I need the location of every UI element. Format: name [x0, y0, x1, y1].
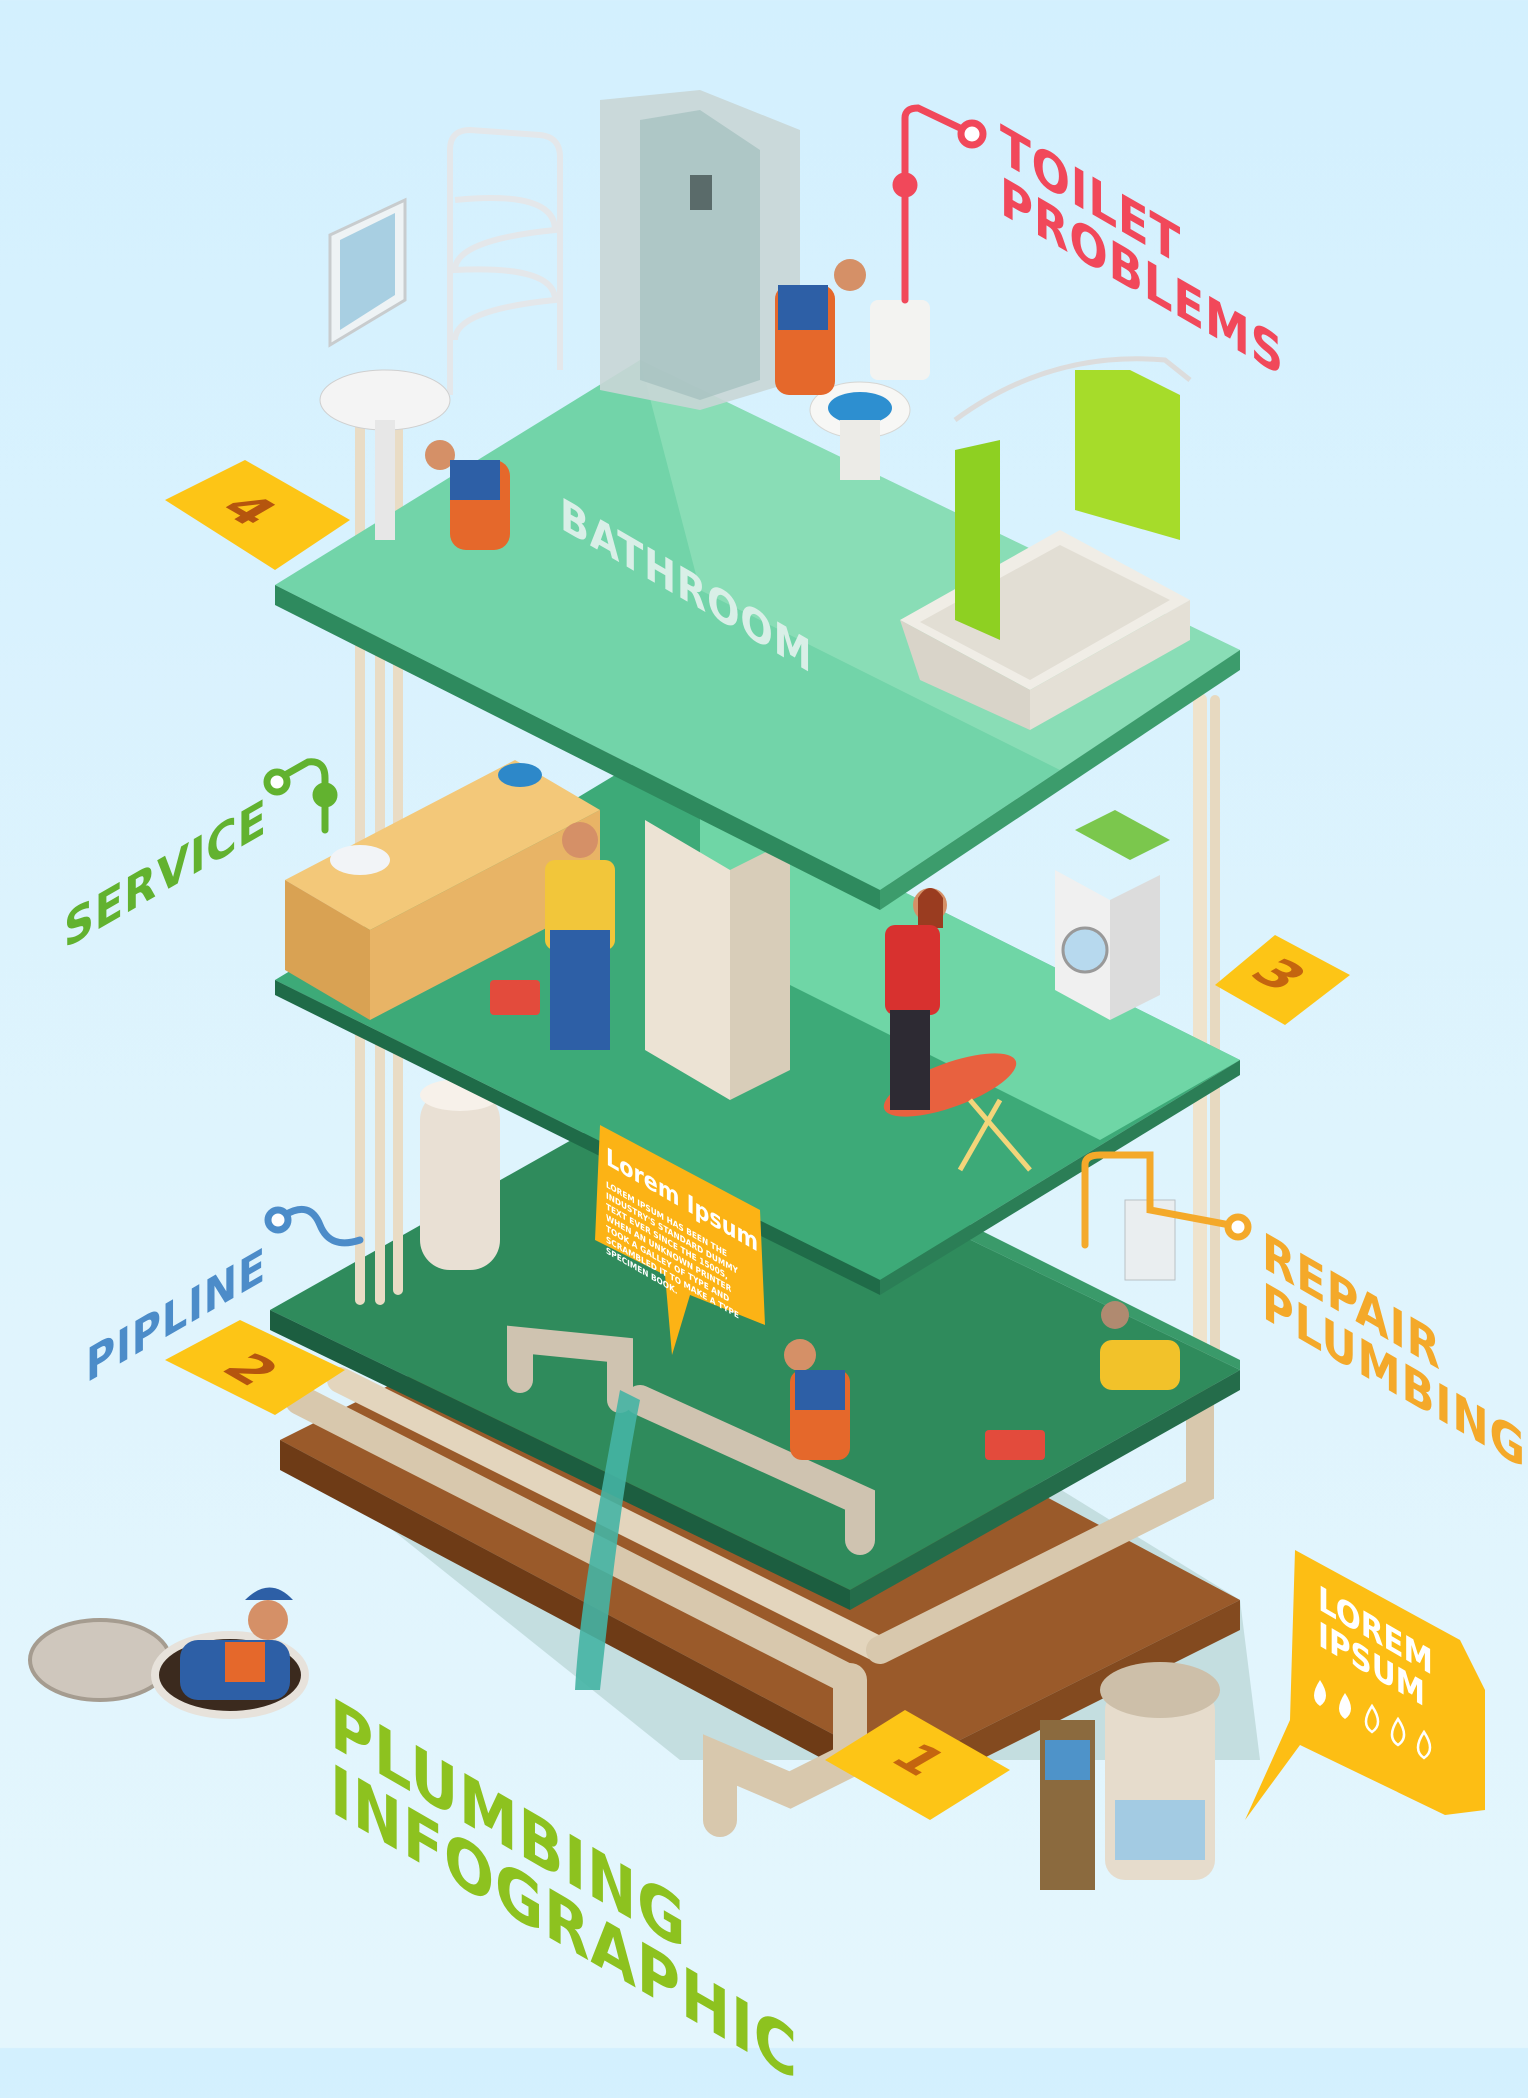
- drop-icon-empty: [1390, 1716, 1406, 1747]
- drop-bubble: [1245, 1550, 1485, 1820]
- isometric-building-illustration: [28, 90, 1485, 1890]
- toilet: [809, 300, 930, 480]
- sink: [319, 369, 451, 540]
- floor-marker-2: [165, 1320, 345, 1415]
- mirror: [328, 197, 407, 348]
- drop-icon-filled: [1314, 1680, 1326, 1706]
- pipline-connector: [264, 1205, 364, 1247]
- toolbox-level-2: [985, 1430, 1045, 1460]
- plumber-figure-sink: [425, 440, 510, 550]
- plumber-figure-toilet: [775, 259, 866, 395]
- pump-and-meter: [1100, 1199, 1180, 1390]
- refrigerator: [645, 820, 790, 1100]
- leaking-pipe: [507, 1325, 875, 1555]
- plumber-figure-manhole: [180, 1587, 293, 1700]
- shower-cabin: [600, 90, 800, 410]
- drop-icon-filled: [1339, 1693, 1351, 1719]
- service-connector: [263, 758, 338, 834]
- drop-icon-empty: [1416, 1729, 1432, 1760]
- floor-marker-1: [825, 1710, 1010, 1820]
- woman-ironing-figure: [885, 888, 947, 1110]
- drop-icon-empty: [1364, 1703, 1380, 1734]
- water-leak: [575, 1390, 640, 1690]
- shower-curtain: [953, 356, 1192, 640]
- plumbing-infographic: PLUMBING INFOGRAPHIC TOILET PROBLEMS REP…: [28, 90, 1526, 2098]
- plumber-figure-kitchen: [490, 822, 615, 1050]
- water-heater: [420, 1079, 500, 1270]
- floor-marker-3: [1215, 935, 1350, 1025]
- plumber-figure-pipe: [784, 1339, 850, 1460]
- drop-rating: [1314, 1680, 1432, 1760]
- washing-machine: [1055, 810, 1170, 1020]
- septic-tank: [1040, 1662, 1220, 1890]
- repair-plumbing-connector: [1081, 1151, 1252, 1249]
- floor-marker-4: [165, 460, 350, 570]
- toilet-problems-connector: [892, 104, 987, 304]
- info-bubble: [595, 1125, 765, 1355]
- bathtub: [900, 530, 1190, 730]
- towel-rail: [447, 126, 563, 395]
- kitchen-counter: [285, 760, 600, 1020]
